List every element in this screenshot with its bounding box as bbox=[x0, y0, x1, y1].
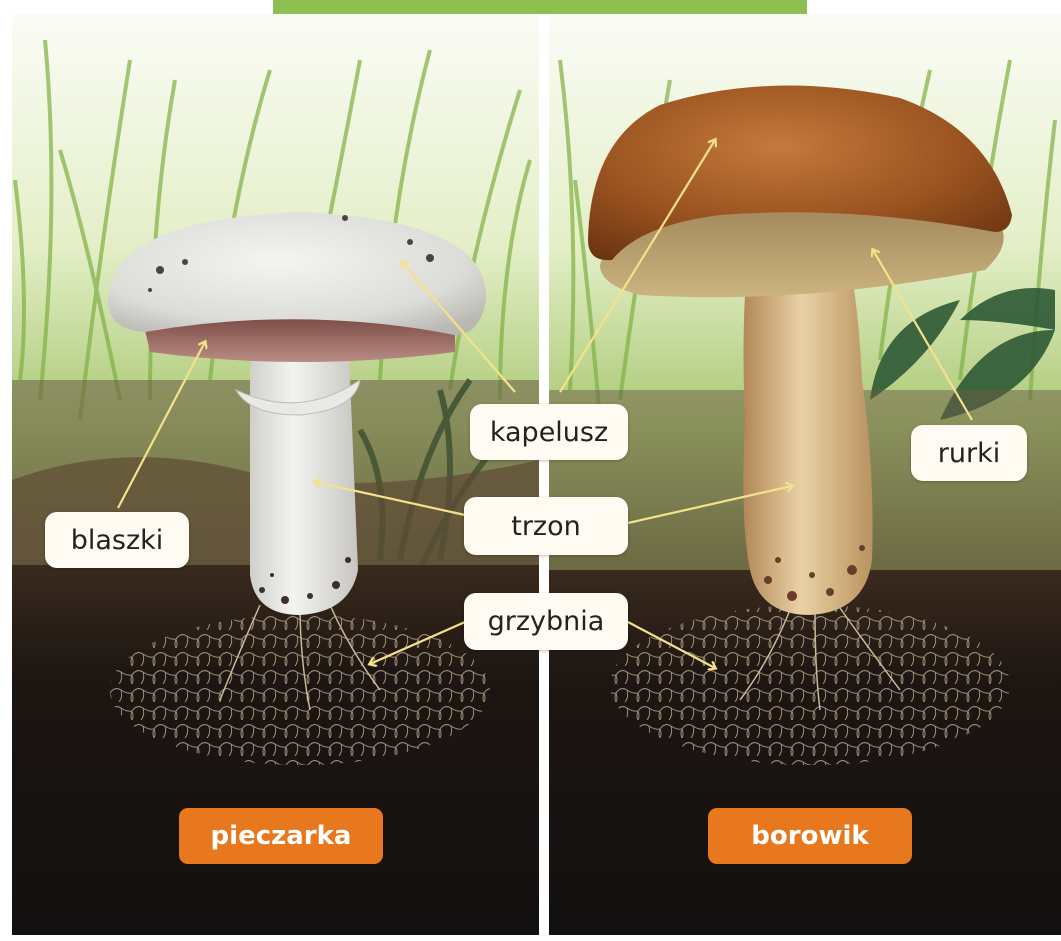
panel-divider bbox=[539, 14, 549, 941]
left-panel bbox=[12, 14, 539, 935]
label-grzybnia: grzybnia bbox=[464, 593, 628, 650]
badge-pieczarka: pieczarka bbox=[179, 808, 383, 864]
label-trzon: trzon bbox=[464, 497, 628, 555]
badge-borowik: borowik bbox=[708, 808, 912, 864]
label-kapelusz: kapelusz bbox=[470, 404, 628, 460]
label-blaszki: blaszki bbox=[45, 512, 189, 568]
label-rurki: rurki bbox=[911, 425, 1027, 481]
title-bar bbox=[273, 0, 807, 14]
